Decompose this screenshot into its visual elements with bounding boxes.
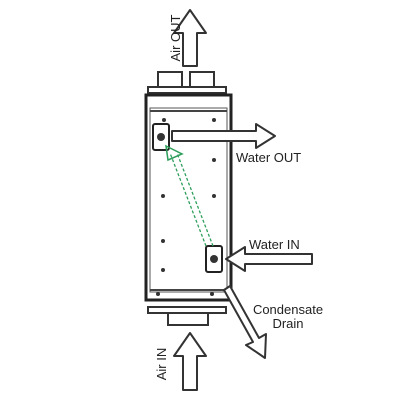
- fastener-dot: [162, 118, 166, 122]
- bottom-duct: [147, 306, 227, 326]
- condensate-label-line1: Condensate: [252, 302, 324, 317]
- water-out-label: Water OUT: [236, 150, 302, 165]
- condensate-drain-arrow: [223, 285, 267, 359]
- fastener-dot: [212, 158, 216, 162]
- fastener-dot: [161, 268, 165, 272]
- fastener-dot: [210, 292, 214, 296]
- flow-line: [176, 152, 214, 247]
- flow-line: [169, 152, 207, 247]
- bottom-duct-collar: [167, 312, 209, 326]
- fastener-dot: [212, 194, 216, 198]
- top-flange: [147, 86, 227, 94]
- water-in-arrow: [225, 246, 313, 272]
- top-duct: [147, 71, 227, 94]
- water-in-label: Water IN: [249, 237, 300, 252]
- water-out-fitting: [152, 123, 170, 151]
- internal-flow-arrow: [165, 144, 214, 247]
- flow-arrowhead: [165, 144, 184, 162]
- air-out-label: Air OUT: [168, 14, 183, 62]
- water-out-arrow: [171, 123, 276, 149]
- air-in-label: Air IN: [154, 347, 169, 381]
- condensate-drain-label: Condensate Drain: [246, 303, 330, 331]
- condensate-label-line2: Drain: [272, 316, 304, 331]
- fastener-dot: [156, 292, 160, 296]
- fastener-dot: [161, 239, 165, 243]
- water-out-port: [157, 133, 165, 141]
- air-out-arrow: [173, 9, 207, 67]
- cabinet-inner-panel: [149, 107, 228, 293]
- air-in-arrow: [173, 332, 207, 391]
- top-duct-collar-left: [157, 71, 183, 89]
- fastener-dot: [161, 194, 165, 198]
- water-in-fitting: [205, 245, 223, 273]
- water-in-port: [210, 255, 218, 263]
- fastener-dot: [212, 118, 216, 122]
- top-duct-collar-right: [189, 71, 215, 89]
